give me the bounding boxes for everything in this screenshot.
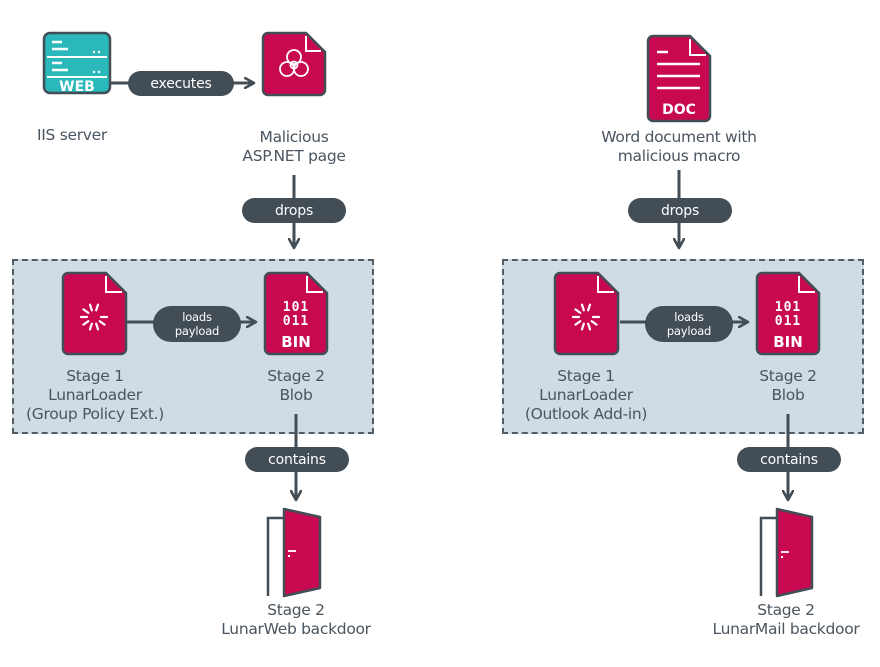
loads-text: loads <box>674 310 704 324</box>
spinner-ray <box>88 322 93 331</box>
label-line: Stage 1 <box>557 367 615 385</box>
right-loader-label: Stage 1 LunarLoader (Outlook Add-in) <box>524 367 648 424</box>
label-line: (Group Policy Ext.) <box>26 405 164 423</box>
payload-text: payload <box>666 324 712 338</box>
spinner-ray <box>574 320 582 326</box>
left-drops-label: drops <box>242 198 346 223</box>
lunarweb-backdoor-label: Stage 2 LunarWeb backdoor <box>221 601 371 639</box>
right-blob-label: Stage 2 Blob <box>759 367 817 405</box>
spinner-ray <box>580 322 585 331</box>
spinner-ray <box>95 322 100 331</box>
left-blob-label: Stage 2 Blob <box>267 367 325 405</box>
spinner-ray <box>587 303 592 312</box>
left-loader-label: Stage 1 LunarLoader (Group Policy Ext.) <box>26 367 164 424</box>
right-loader-document-icon <box>553 271 620 356</box>
label-line: malicious macro <box>617 147 741 165</box>
label-line: Word document with <box>601 128 757 146</box>
spinner-ray <box>95 303 100 312</box>
iis-server-label: IIS server <box>37 126 107 145</box>
left-binary-document-icon: 101 011 BIN <box>263 271 329 356</box>
label-line: Blob <box>771 386 805 404</box>
spinner-ray <box>580 303 585 312</box>
drops-text: drops <box>660 202 700 219</box>
loads-text: loads <box>182 310 212 324</box>
bin-badge: BIN <box>281 333 311 351</box>
label-line: Malicious <box>259 128 329 146</box>
left-loads-payload-label: loads payload <box>153 306 241 342</box>
lunarmail-backdoor-label: Stage 2 LunarMail backdoor <box>713 601 860 639</box>
spinner-ray <box>82 320 90 326</box>
spinner-ray <box>98 320 106 326</box>
bin-badge: BIN <box>773 333 803 351</box>
label-line: Blob <box>279 386 313 404</box>
web-badge: WEB <box>59 79 95 95</box>
word-document-icon: DOC <box>646 34 712 123</box>
bits-row-1: 101 <box>775 300 801 315</box>
executes-label: executes <box>128 71 234 96</box>
label-line: Stage 1 <box>66 367 124 385</box>
word-document-label: Word document with malicious macro <box>601 128 757 166</box>
label-line: IIS server <box>37 126 107 144</box>
executes-text: executes <box>150 75 212 92</box>
right-loads-payload-label: loads payload <box>645 306 733 342</box>
right-backdoor-icon <box>759 507 814 598</box>
label-line: Stage 2 <box>267 367 325 385</box>
label-line: (Outlook Add-in) <box>524 405 648 423</box>
web-server-icon: WEB <box>42 31 112 95</box>
label-line: Stage 2 <box>267 601 325 619</box>
spinner-ray <box>574 308 582 314</box>
spinner-ray <box>590 320 598 326</box>
label-line: LunarLoader <box>48 386 142 404</box>
label-line: Stage 2 <box>759 367 817 385</box>
spinner-ray <box>82 308 90 314</box>
spinner-ray <box>587 322 592 331</box>
left-loader-document-icon <box>61 271 128 356</box>
label-line: Stage 2 <box>757 601 815 619</box>
biohazard-document-icon <box>261 31 327 97</box>
left-backdoor-icon <box>266 507 322 598</box>
asp-page-label: Malicious ASP.NET page <box>242 128 346 166</box>
label-line: LunarWeb backdoor <box>221 620 371 638</box>
right-binary-document-icon: 101 011 BIN <box>755 271 821 356</box>
payload-text: payload <box>174 324 220 338</box>
contains-text: contains <box>268 451 326 468</box>
drops-text: drops <box>274 202 314 219</box>
label-line: LunarMail backdoor <box>712 620 860 638</box>
bits-row-1: 101 <box>283 300 309 315</box>
label-line: ASP.NET page <box>242 147 346 165</box>
label-line: LunarLoader <box>539 386 633 404</box>
doc-badge: DOC <box>662 102 696 118</box>
spinner-ray <box>88 303 93 312</box>
contains-text: contains <box>760 451 818 468</box>
left-contains-label: contains <box>245 447 349 472</box>
right-drops-label: drops <box>628 198 732 223</box>
bits-row-2: 011 <box>283 314 309 329</box>
right-contains-label: contains <box>737 447 841 472</box>
bits-row-2: 011 <box>775 314 801 329</box>
